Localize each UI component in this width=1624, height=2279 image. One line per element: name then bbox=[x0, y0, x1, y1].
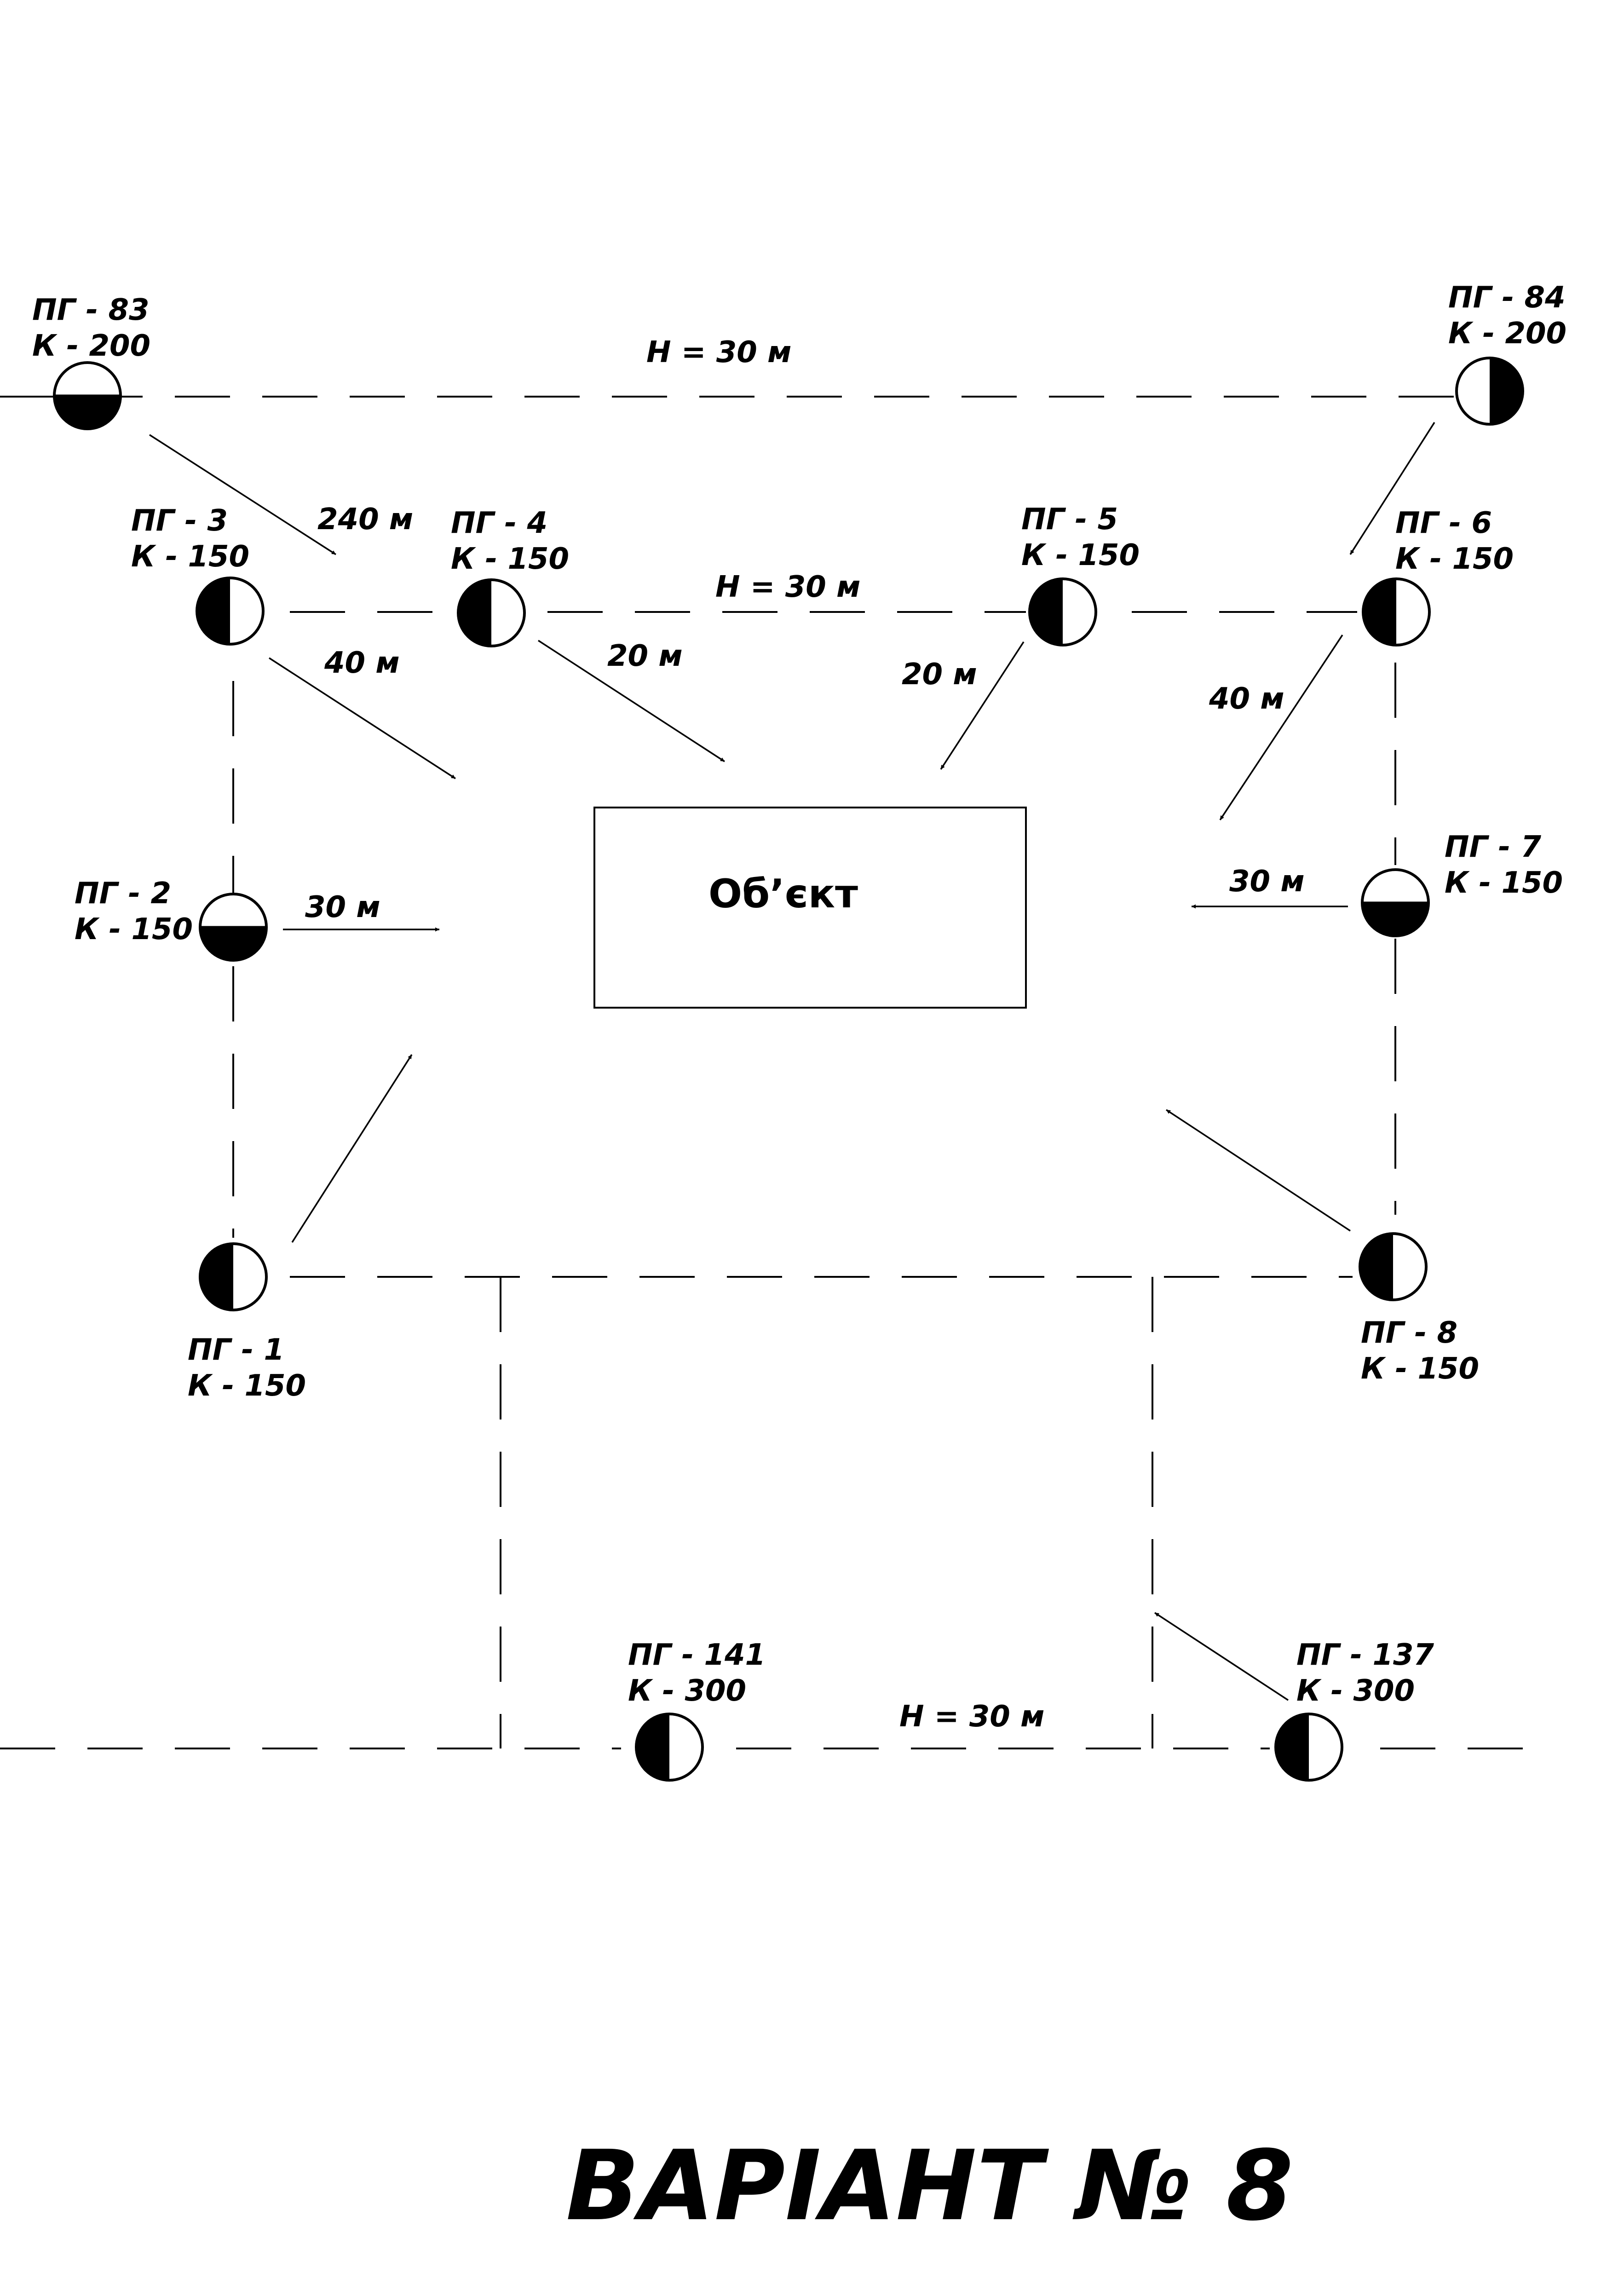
hydrant-name: ПГ - 7 bbox=[1445, 830, 1541, 864]
hydrant-capacity: К - 150 bbox=[1021, 538, 1140, 572]
hydrant-capacity: К - 150 bbox=[131, 540, 249, 574]
arrow-pg6 bbox=[1219, 635, 1343, 820]
hydrant-name: ПГ - 83 bbox=[32, 293, 150, 327]
pressure-label-main-top: H = 30 м bbox=[646, 335, 791, 369]
object-rectangle bbox=[593, 807, 1027, 1009]
arrow-pg137 bbox=[1154, 1612, 1289, 1701]
hydrant-icon-fill bbox=[458, 580, 491, 646]
hydrant-capacity: К - 200 bbox=[1448, 317, 1566, 351]
variant-title: ВАРІАНТ № 8 bbox=[566, 2129, 1293, 2242]
hydrant-capacity: К - 150 bbox=[1395, 542, 1514, 576]
hydrant-icon-fill bbox=[54, 396, 121, 429]
hydrant-name: ПГ - 5 bbox=[1021, 502, 1118, 537]
hydrant-pg2: ПГ - 2К - 150 bbox=[75, 877, 268, 962]
hydrant-name: ПГ - 8 bbox=[1361, 1316, 1457, 1350]
hydrant-icon-fill bbox=[1360, 1234, 1393, 1300]
pressure-labels: H = 30 м H = 30 м H = 30 м bbox=[646, 335, 1044, 1734]
arrow-pg8 bbox=[1166, 1109, 1351, 1232]
hydrant-capacity: К - 150 bbox=[451, 542, 569, 576]
hydrant-capacity: К - 150 bbox=[75, 912, 193, 946]
hydrant-capacity: К - 300 bbox=[628, 1674, 746, 1708]
arrow-pg3 bbox=[269, 657, 456, 779]
hydrant-icon-fill bbox=[636, 1714, 669, 1780]
hydrant-capacity: К - 150 bbox=[1445, 866, 1563, 900]
hydrant-capacity: К - 200 bbox=[32, 329, 150, 363]
hydrant-icon-fill bbox=[200, 927, 266, 960]
distance-label-pg83: 240 м bbox=[317, 502, 413, 537]
distance-label-pg4: 20 м bbox=[607, 639, 683, 673]
hydrant-pg83: ПГ - 83К - 200 bbox=[32, 293, 150, 430]
arrow-pg1 bbox=[291, 1054, 413, 1243]
hydrant-pg6: ПГ - 6К - 150 bbox=[1362, 506, 1514, 646]
hydrant-name: ПГ - 84 bbox=[1448, 281, 1566, 315]
distance-labels: 240 м 40 м 20 м 20 м 40 м 30 м 30 м bbox=[305, 502, 1305, 924]
hydrant-capacity: К - 300 bbox=[1296, 1674, 1415, 1708]
hydrant-capacity: К - 150 bbox=[188, 1369, 306, 1403]
distance-label-pg3: 40 м bbox=[324, 646, 400, 680]
distance-label-pg5: 20 м bbox=[902, 658, 977, 692]
hydrant-icon-fill bbox=[197, 578, 230, 644]
hydrant-icon-fill bbox=[1362, 903, 1428, 936]
hydrant-name: ПГ - 4 bbox=[451, 506, 547, 540]
arrow-pg5 bbox=[940, 641, 1025, 770]
water-mains bbox=[0, 396, 1550, 1749]
hydrant-name: ПГ - 141 bbox=[628, 1638, 766, 1672]
hydrant-name: ПГ - 2 bbox=[75, 877, 171, 911]
hydrant-pg4: ПГ - 4К - 150 bbox=[451, 506, 569, 647]
hydrant-pg84: ПГ - 84К - 200 bbox=[1448, 281, 1566, 426]
distance-label-pg2: 30 м bbox=[305, 890, 380, 924]
hydrant-pg7: ПГ - 7К - 150 bbox=[1361, 830, 1563, 937]
object-label: Об’єкт bbox=[708, 871, 858, 917]
arrow-pg83 bbox=[149, 434, 336, 555]
pressure-label-main-bottom: H = 30 м bbox=[899, 1700, 1044, 1734]
hydrant-pg8: ПГ - 8К - 150 bbox=[1359, 1232, 1479, 1386]
hydrant-icon-fill bbox=[200, 1244, 233, 1310]
hydrant-icon-fill bbox=[1030, 579, 1063, 645]
hydrant-name: ПГ - 3 bbox=[131, 504, 228, 538]
arrow-pg84 bbox=[1349, 422, 1435, 555]
hydrant-capacity: К - 150 bbox=[1361, 1352, 1479, 1386]
hydrant-pg5: ПГ - 5К - 150 bbox=[1021, 502, 1140, 646]
hose-arrows bbox=[149, 422, 1435, 1701]
pressure-label-ring: H = 30 м bbox=[715, 570, 860, 604]
hydrant-pg1: ПГ - 1К - 150 bbox=[188, 1242, 306, 1403]
hydrant-name: ПГ - 137 bbox=[1296, 1638, 1434, 1672]
arrow-pg4 bbox=[538, 640, 725, 762]
hydrant-icon-fill bbox=[1363, 579, 1396, 645]
distance-label-pg7: 30 м bbox=[1229, 865, 1305, 899]
hydrant-name: ПГ - 1 bbox=[188, 1333, 284, 1367]
hydrant-icon-fill bbox=[1276, 1714, 1309, 1780]
distance-label-pg6: 40 м bbox=[1209, 682, 1284, 716]
object: Об’єкт bbox=[593, 807, 1027, 1009]
hydrant-name: ПГ - 6 bbox=[1395, 506, 1492, 540]
hydrant-pg3: ПГ - 3К - 150 bbox=[131, 504, 265, 646]
hydrant-icon-fill bbox=[1490, 358, 1523, 424]
